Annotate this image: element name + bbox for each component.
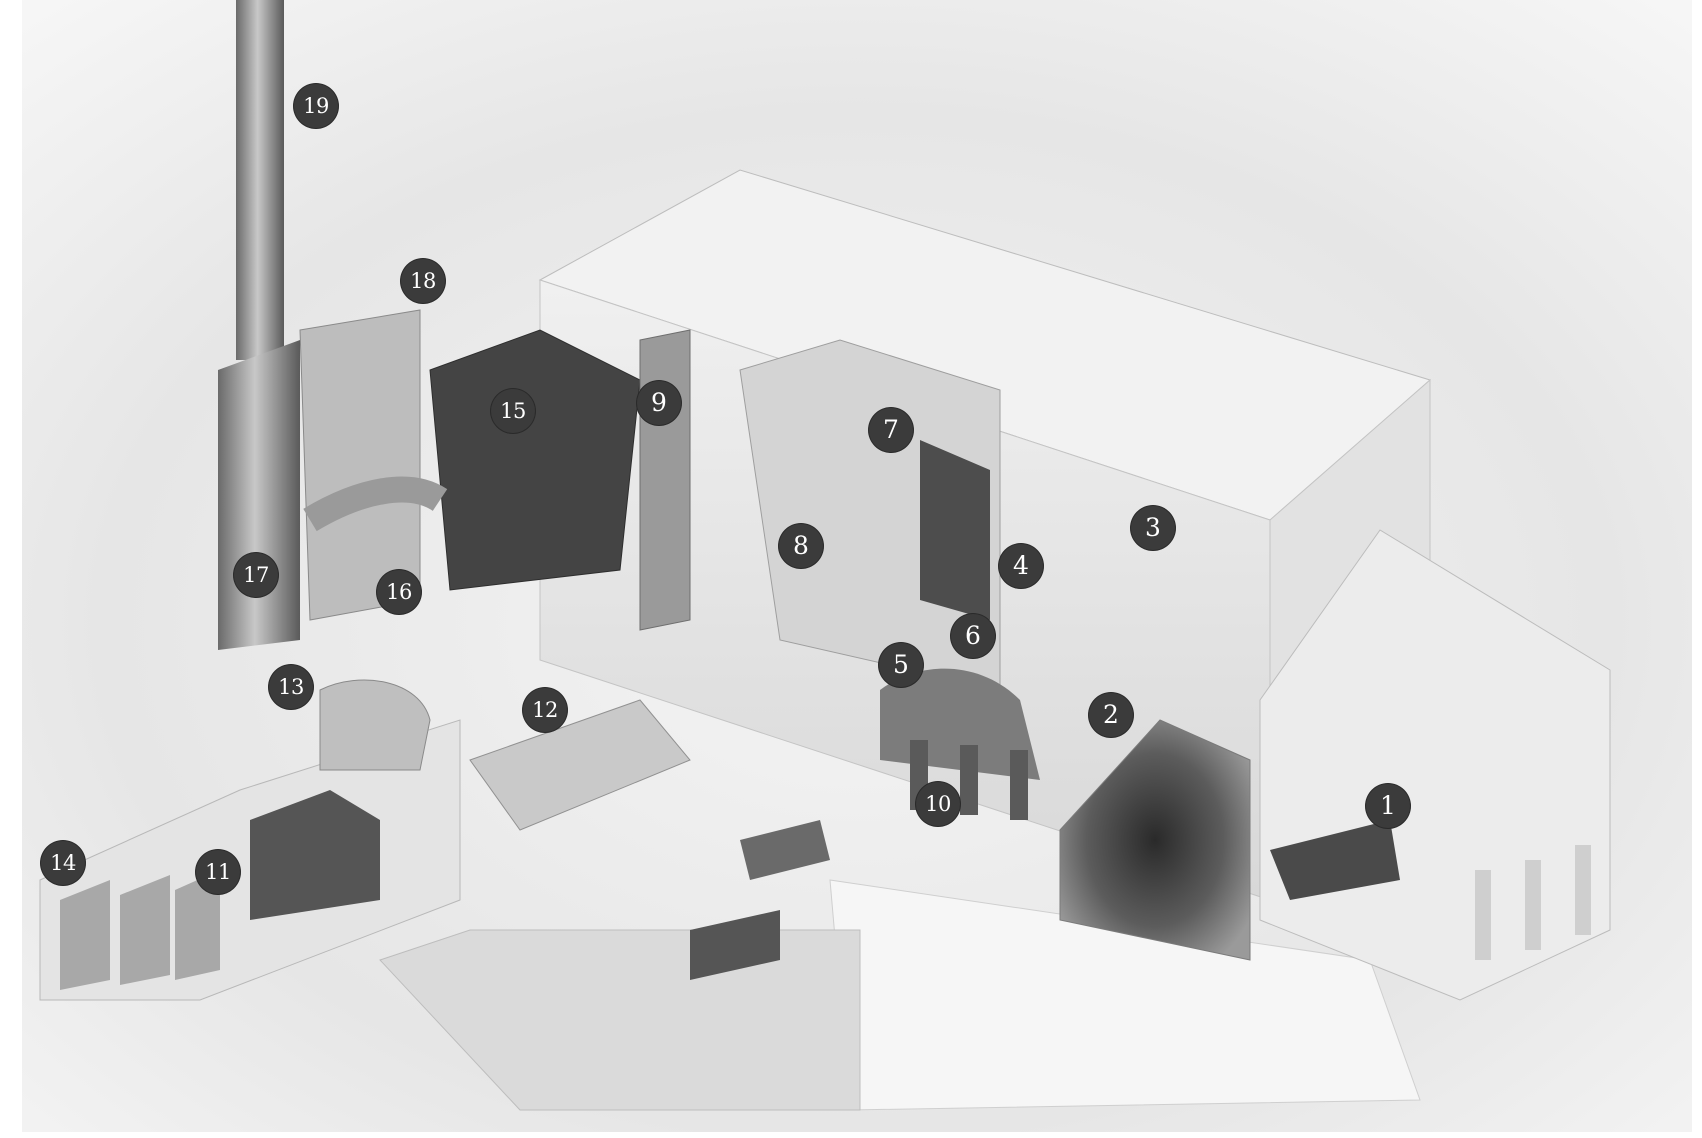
callout-1: 1 [1366,784,1410,828]
yard [379,929,861,1111]
callout-4: 4 [999,544,1043,588]
flue-duct [303,476,448,532]
callout-15: 15 [491,389,535,433]
callout-8: 8 [779,524,823,568]
callout-17: 17 [234,553,278,597]
transformers [250,790,380,920]
callout-2: 2 [1089,693,1133,737]
callout-6: 6 [951,614,995,658]
ash-container [690,910,780,980]
callout-11: 11 [196,850,240,894]
superheater [920,440,990,620]
turbine [469,699,691,831]
economiser [639,329,691,631]
ash-skip [740,820,830,880]
condenser [319,679,431,771]
callout-7: 7 [869,408,913,452]
callout-5: 5 [879,643,923,687]
callout-18: 18 [401,259,445,303]
scrubber [429,329,641,591]
callout-9: 9 [637,381,681,425]
stack-lower [218,340,300,650]
callout-13: 13 [269,665,313,709]
callout-14: 14 [41,841,85,885]
truck [1270,820,1400,900]
callout-3: 3 [1131,506,1175,550]
filter-bank [299,309,421,621]
stack-upper [236,0,284,360]
callout-16: 16 [377,570,421,614]
callout-19: 19 [294,84,338,128]
waste-bunker [1059,719,1251,961]
callout-12: 12 [523,688,567,732]
callout-10: 10 [916,782,960,826]
